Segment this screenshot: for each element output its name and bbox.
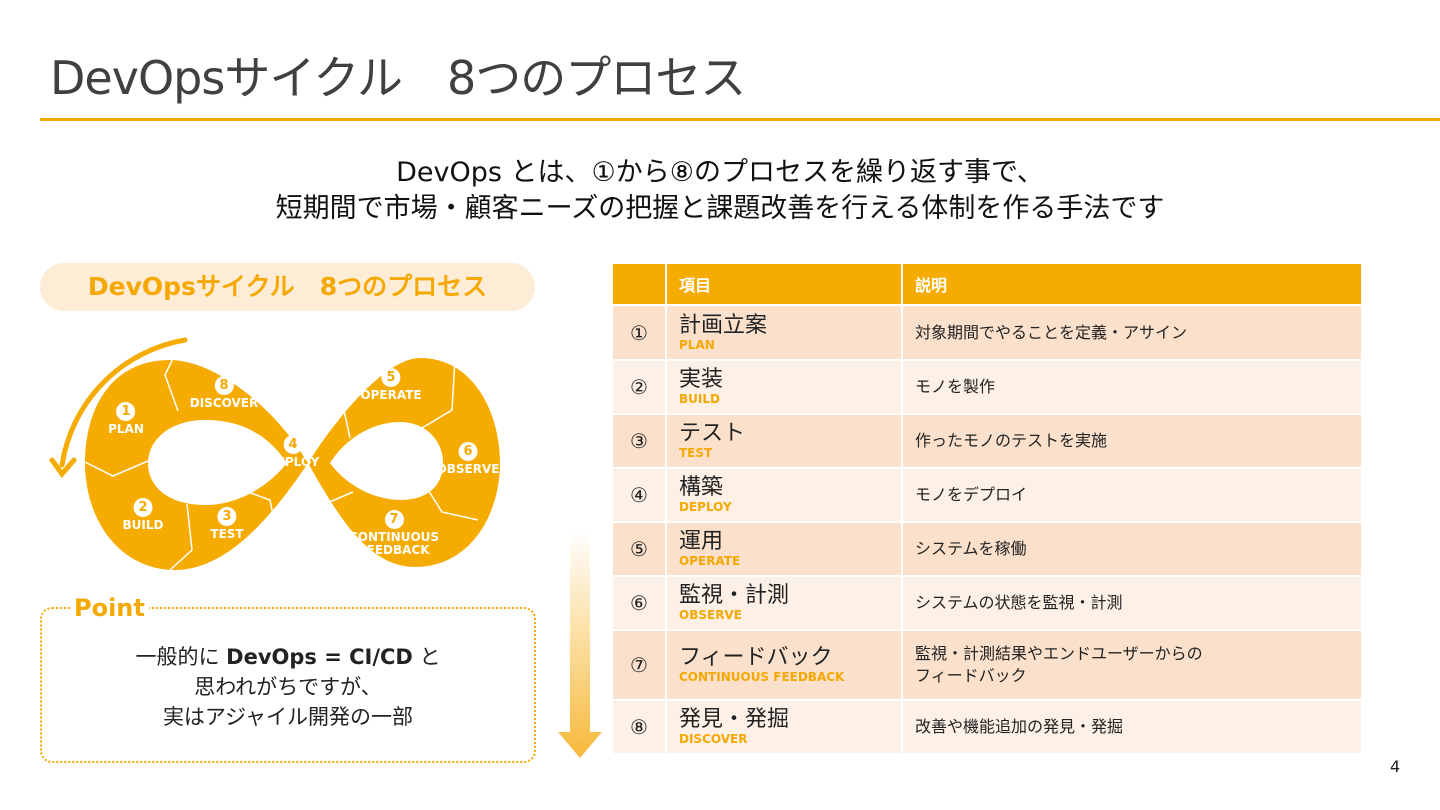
item-english: TEST — [679, 446, 713, 460]
left-hole — [148, 420, 287, 505]
row-description: 改善や機能追加の発見・発掘 — [903, 701, 1361, 753]
slide-title: DevOpsサイクル 8つのプロセス — [50, 51, 746, 105]
item-english: BUILD — [679, 392, 720, 406]
item-name: フィードバック — [679, 645, 833, 670]
diagram-title-pill: DevOpsサイクル 8つのプロセス — [40, 263, 535, 311]
item-english: DEPLOY — [679, 500, 732, 514]
item-name: 計画立案 — [679, 312, 768, 338]
point-callout — [40, 607, 536, 763]
row-number: ⑤ — [613, 523, 665, 575]
item-name: 構築 — [679, 475, 724, 500]
down-arrow-icon — [558, 530, 602, 758]
item-name: 発見・発掘 — [679, 707, 790, 732]
row-number: ⑧ — [613, 701, 665, 753]
cycle-arrow-head-icon — [49, 457, 77, 479]
table-header-row: 項目 説明 — [613, 264, 1361, 304]
row-number: ④ — [613, 469, 665, 521]
row-description: モノをデプロイ — [903, 469, 1361, 521]
header-num — [613, 264, 665, 304]
row-number: ⑥ — [613, 577, 665, 629]
header-item: 項目 — [667, 264, 901, 304]
point-label: Point — [70, 594, 149, 622]
row-description: システムを稼働 — [903, 523, 1361, 575]
row-number: ② — [613, 361, 665, 413]
subtitle-line-2: 短期間で市場・顧客ニーズの把握と課題改善を行える体制を作る手法です — [275, 193, 1165, 224]
item-english: OPERATE — [679, 554, 741, 568]
item-english: DISCOVER — [679, 732, 748, 746]
subtitle-line-1: DevOps とは、①から⑧のプロセスを繰り返す事で、 — [396, 157, 1044, 188]
header-desc: 説明 — [903, 264, 1361, 304]
row-number: ① — [613, 306, 665, 359]
row-description: システムの状態を監視・計測 — [903, 577, 1361, 629]
title-divider — [40, 118, 1440, 121]
item-english: CONTINUOUS FEEDBACK — [679, 670, 845, 684]
item-name: 監視・計測 — [679, 583, 790, 608]
item-english: OBSERVE — [679, 608, 742, 622]
item-english: PLAN — [679, 337, 715, 352]
row-description: 対象期間でやることを定義・アサイン — [903, 306, 1361, 359]
row-number: ⑦ — [613, 631, 665, 699]
row-description: 作ったモノのテストを実施 — [903, 415, 1361, 467]
row-description: 監視・計測結果やエンドユーザーからの フィードバック — [903, 631, 1361, 699]
item-name: 実装 — [679, 367, 724, 392]
right-hole — [330, 422, 443, 500]
page-number: 4 — [1390, 757, 1401, 776]
cycle-arrow-icon — [59, 337, 188, 468]
row-number: ③ — [613, 415, 665, 467]
point-text: 一般的に DevOps = CI/CD と 思われがちですが、 実はアジャイル開… — [135, 645, 441, 729]
item-name: テスト — [679, 421, 746, 446]
row-description: モノを製作 — [903, 361, 1361, 413]
item-name: 運用 — [679, 529, 724, 554]
